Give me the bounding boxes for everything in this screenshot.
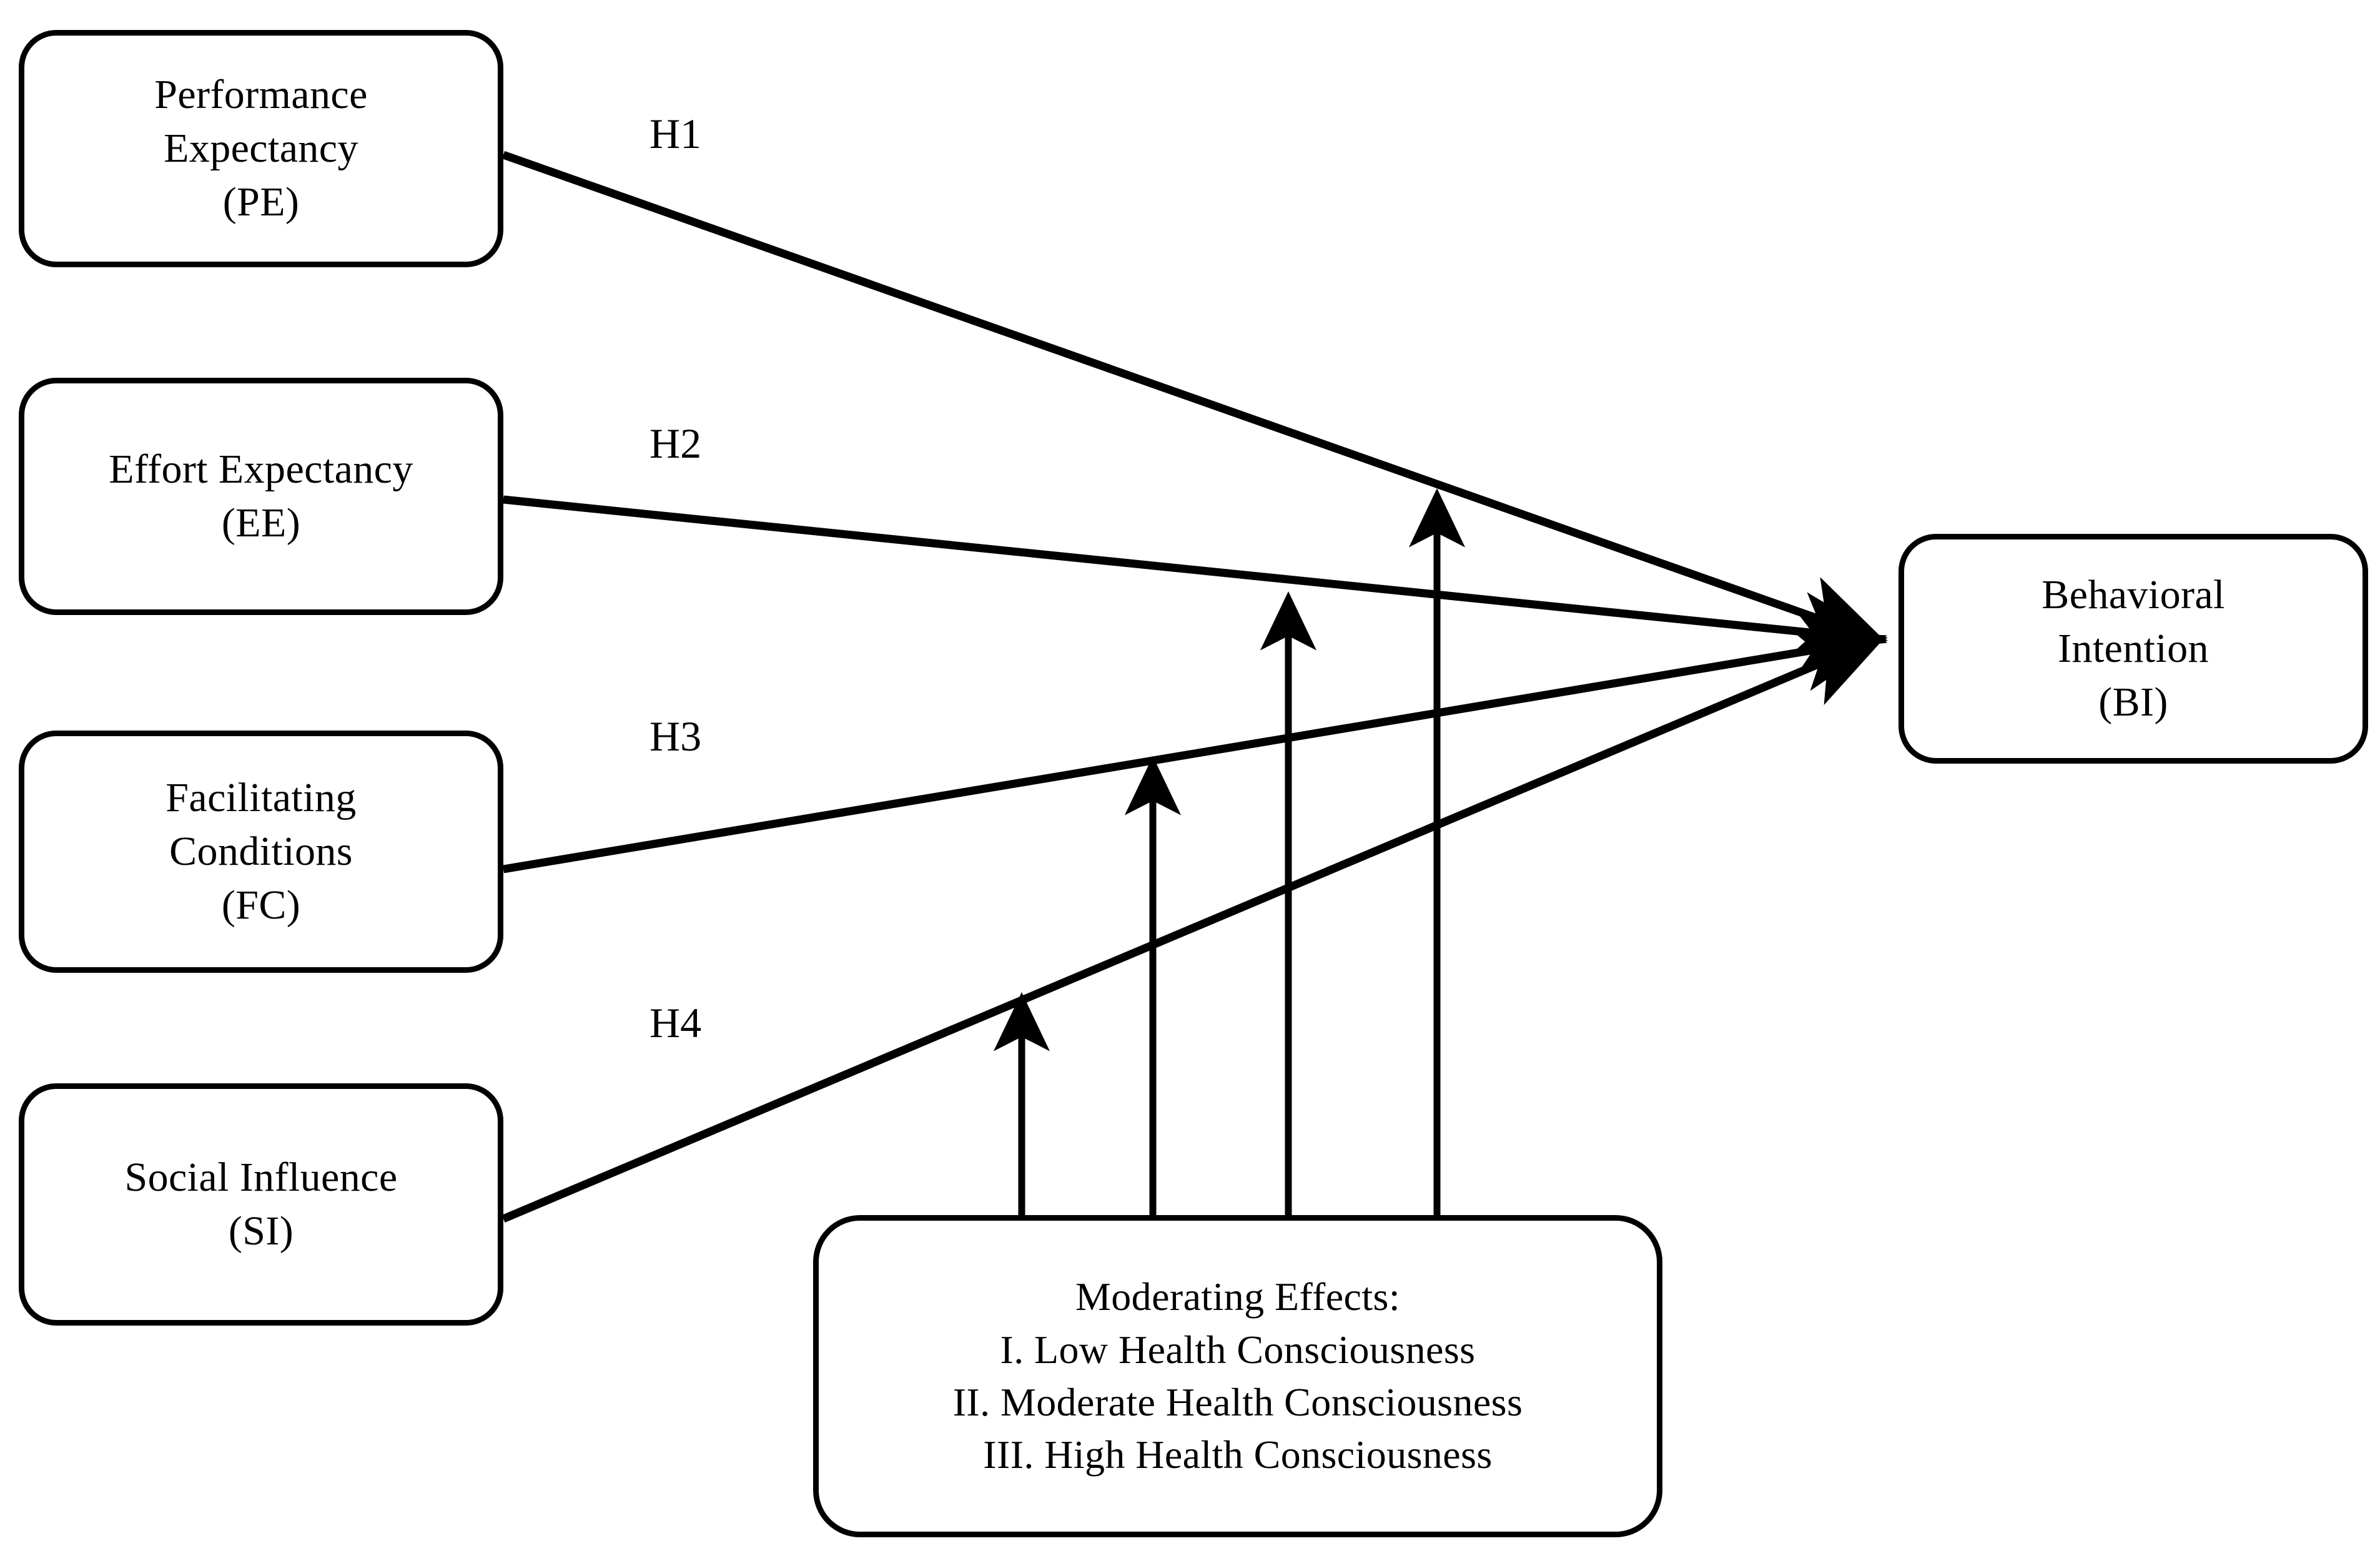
node-moderating-effects[interactable]: Moderating Effects: I. Low Health Consci… [813, 1215, 1662, 1537]
node-performance-expectancy[interactable]: Performance Expectancy (PE) [19, 30, 503, 267]
hypothesis-path-h2 [503, 495, 1888, 672]
hypothesis-path-h4 [501, 631, 1887, 1223]
hypothesis-label-h4: H4 [649, 999, 702, 1046]
node-label-line: (PE) [222, 179, 300, 225]
node-label-line: Behavioral [2042, 572, 2225, 618]
node-label-line: Social Influence [124, 1155, 398, 1201]
node-behavioral-intention[interactable]: Behavioral Intention (BI) [1899, 534, 2368, 764]
hypothesis-path-h3 [502, 612, 1888, 874]
hypothesis-label-h2: H2 [649, 420, 702, 467]
node-label-line: (SI) [228, 1208, 294, 1254]
hypothesis-label-h3: H3 [649, 712, 702, 760]
moderating-effects-heading: Moderating Effects: [1075, 1274, 1401, 1319]
node-label-line: Effort Expectancy [109, 446, 413, 493]
node-label-line: (BI) [2098, 679, 2168, 725]
moderating-effects-item-2: II. Moderate Health Consciousness [952, 1380, 1523, 1424]
node-label-line: (FC) [221, 882, 301, 928]
node-label-line: Facilitating [165, 775, 357, 821]
node-label-line: Intention [2058, 626, 2209, 672]
node-label-line: Performance [154, 72, 368, 118]
moderating-effects-item-3: III. High Health Consciousness [983, 1432, 1493, 1477]
node-social-influence[interactable]: Social Influence (SI) [19, 1083, 503, 1326]
node-label-line: Conditions [169, 829, 353, 875]
hypothesis-path-h1 [501, 150, 1887, 652]
hypothesis-label-h1: H1 [649, 110, 702, 157]
node-facilitating-conditions[interactable]: Facilitating Conditions (FC) [19, 731, 503, 973]
moderating-effects-item-1: I. Low Health Consciousness [1000, 1327, 1476, 1372]
node-label-line: Expectancy [164, 126, 358, 172]
node-effort-expectancy[interactable]: Effort Expectancy (EE) [19, 378, 503, 615]
node-label-line: (EE) [221, 500, 301, 546]
